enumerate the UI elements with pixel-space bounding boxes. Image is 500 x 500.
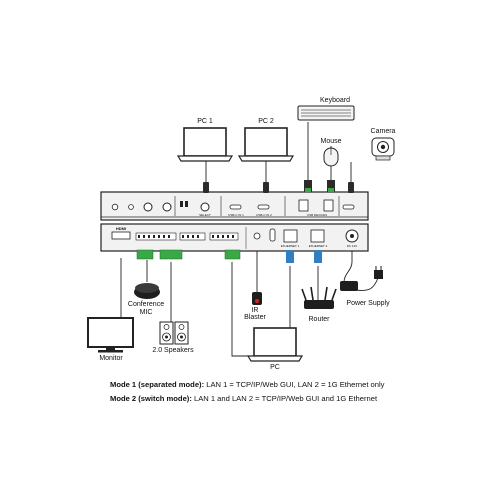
usbc-in1-label: USB-C IN 1 [228,213,244,217]
conference-mic-label: Conference MIC [128,301,164,317]
usb-devices-label: USB DEVICES [306,213,328,217]
ethernet2-label: ETHERNET 2 [308,244,328,248]
select-port-label: SELECT [199,213,211,217]
hdmi-port-label: HDMI [115,226,127,231]
front-panel [100,191,369,221]
monitor [87,317,134,353]
mouse [323,147,339,167]
pc-label: PC [270,364,280,371]
mouse-label: Mouse [320,138,342,145]
pc1-label: PC 1 [197,118,213,125]
pc2-label: PC 2 [258,118,274,125]
power-supply [340,266,383,291]
pc-laptop [246,327,304,362]
power-supply-label: Power Supply [346,300,390,307]
ethernet-plugs [286,250,322,263]
rear-panel [100,223,369,252]
conference-mic [134,283,160,299]
mode2-title: Mode 2 (switch mode): [110,394,192,403]
ethernet1-label: ETHERNET 1 [280,244,300,248]
green-terminal-blocks [136,249,241,260]
ir-blaster-label-line2: Blaster [244,314,266,321]
keyboard [297,105,355,121]
usbc-in2-label: USB-C IN 2 [256,213,272,217]
dc12v-label: DC 12V [346,244,358,248]
monitor-label: Monitor [99,355,123,362]
router-label: Router [308,316,330,323]
speakers [159,321,189,345]
usb-a-plugs [304,180,335,192]
camera-label: Camera [370,128,396,135]
mode1-text: LAN 1 = TCP/IP/Web GUI, LAN 2 = 1G Ether… [204,380,385,389]
ir-blaster [252,292,262,305]
pc1-laptop [176,127,234,162]
usb-c-plugs [203,182,354,193]
connection-lines [120,122,379,357]
ir-blaster-label: IR Blaster [244,307,266,321]
mode1-caption: Mode 1 (separated mode): LAN 1 = TCP/IP/… [110,380,384,389]
conference-mic-label-line2: MIC [139,309,153,316]
mode1-title: Mode 1 (separated mode): [110,380,205,389]
keyboard-label: Keyboard [320,97,350,104]
router [301,286,337,309]
mode2-text: LAN 1 and LAN 2 = TCP/IP/Web GUI and 1G … [191,394,378,403]
speakers-label: 2.0 Speakers [152,347,194,354]
conference-mic-label-line1: Conference [127,301,165,308]
ir-blaster-label-line1: IR [251,307,259,314]
pc2-laptop [237,127,295,162]
mode2-caption: Mode 2 (switch mode): LAN 1 and LAN 2 = … [110,394,377,403]
webcam [371,137,395,161]
